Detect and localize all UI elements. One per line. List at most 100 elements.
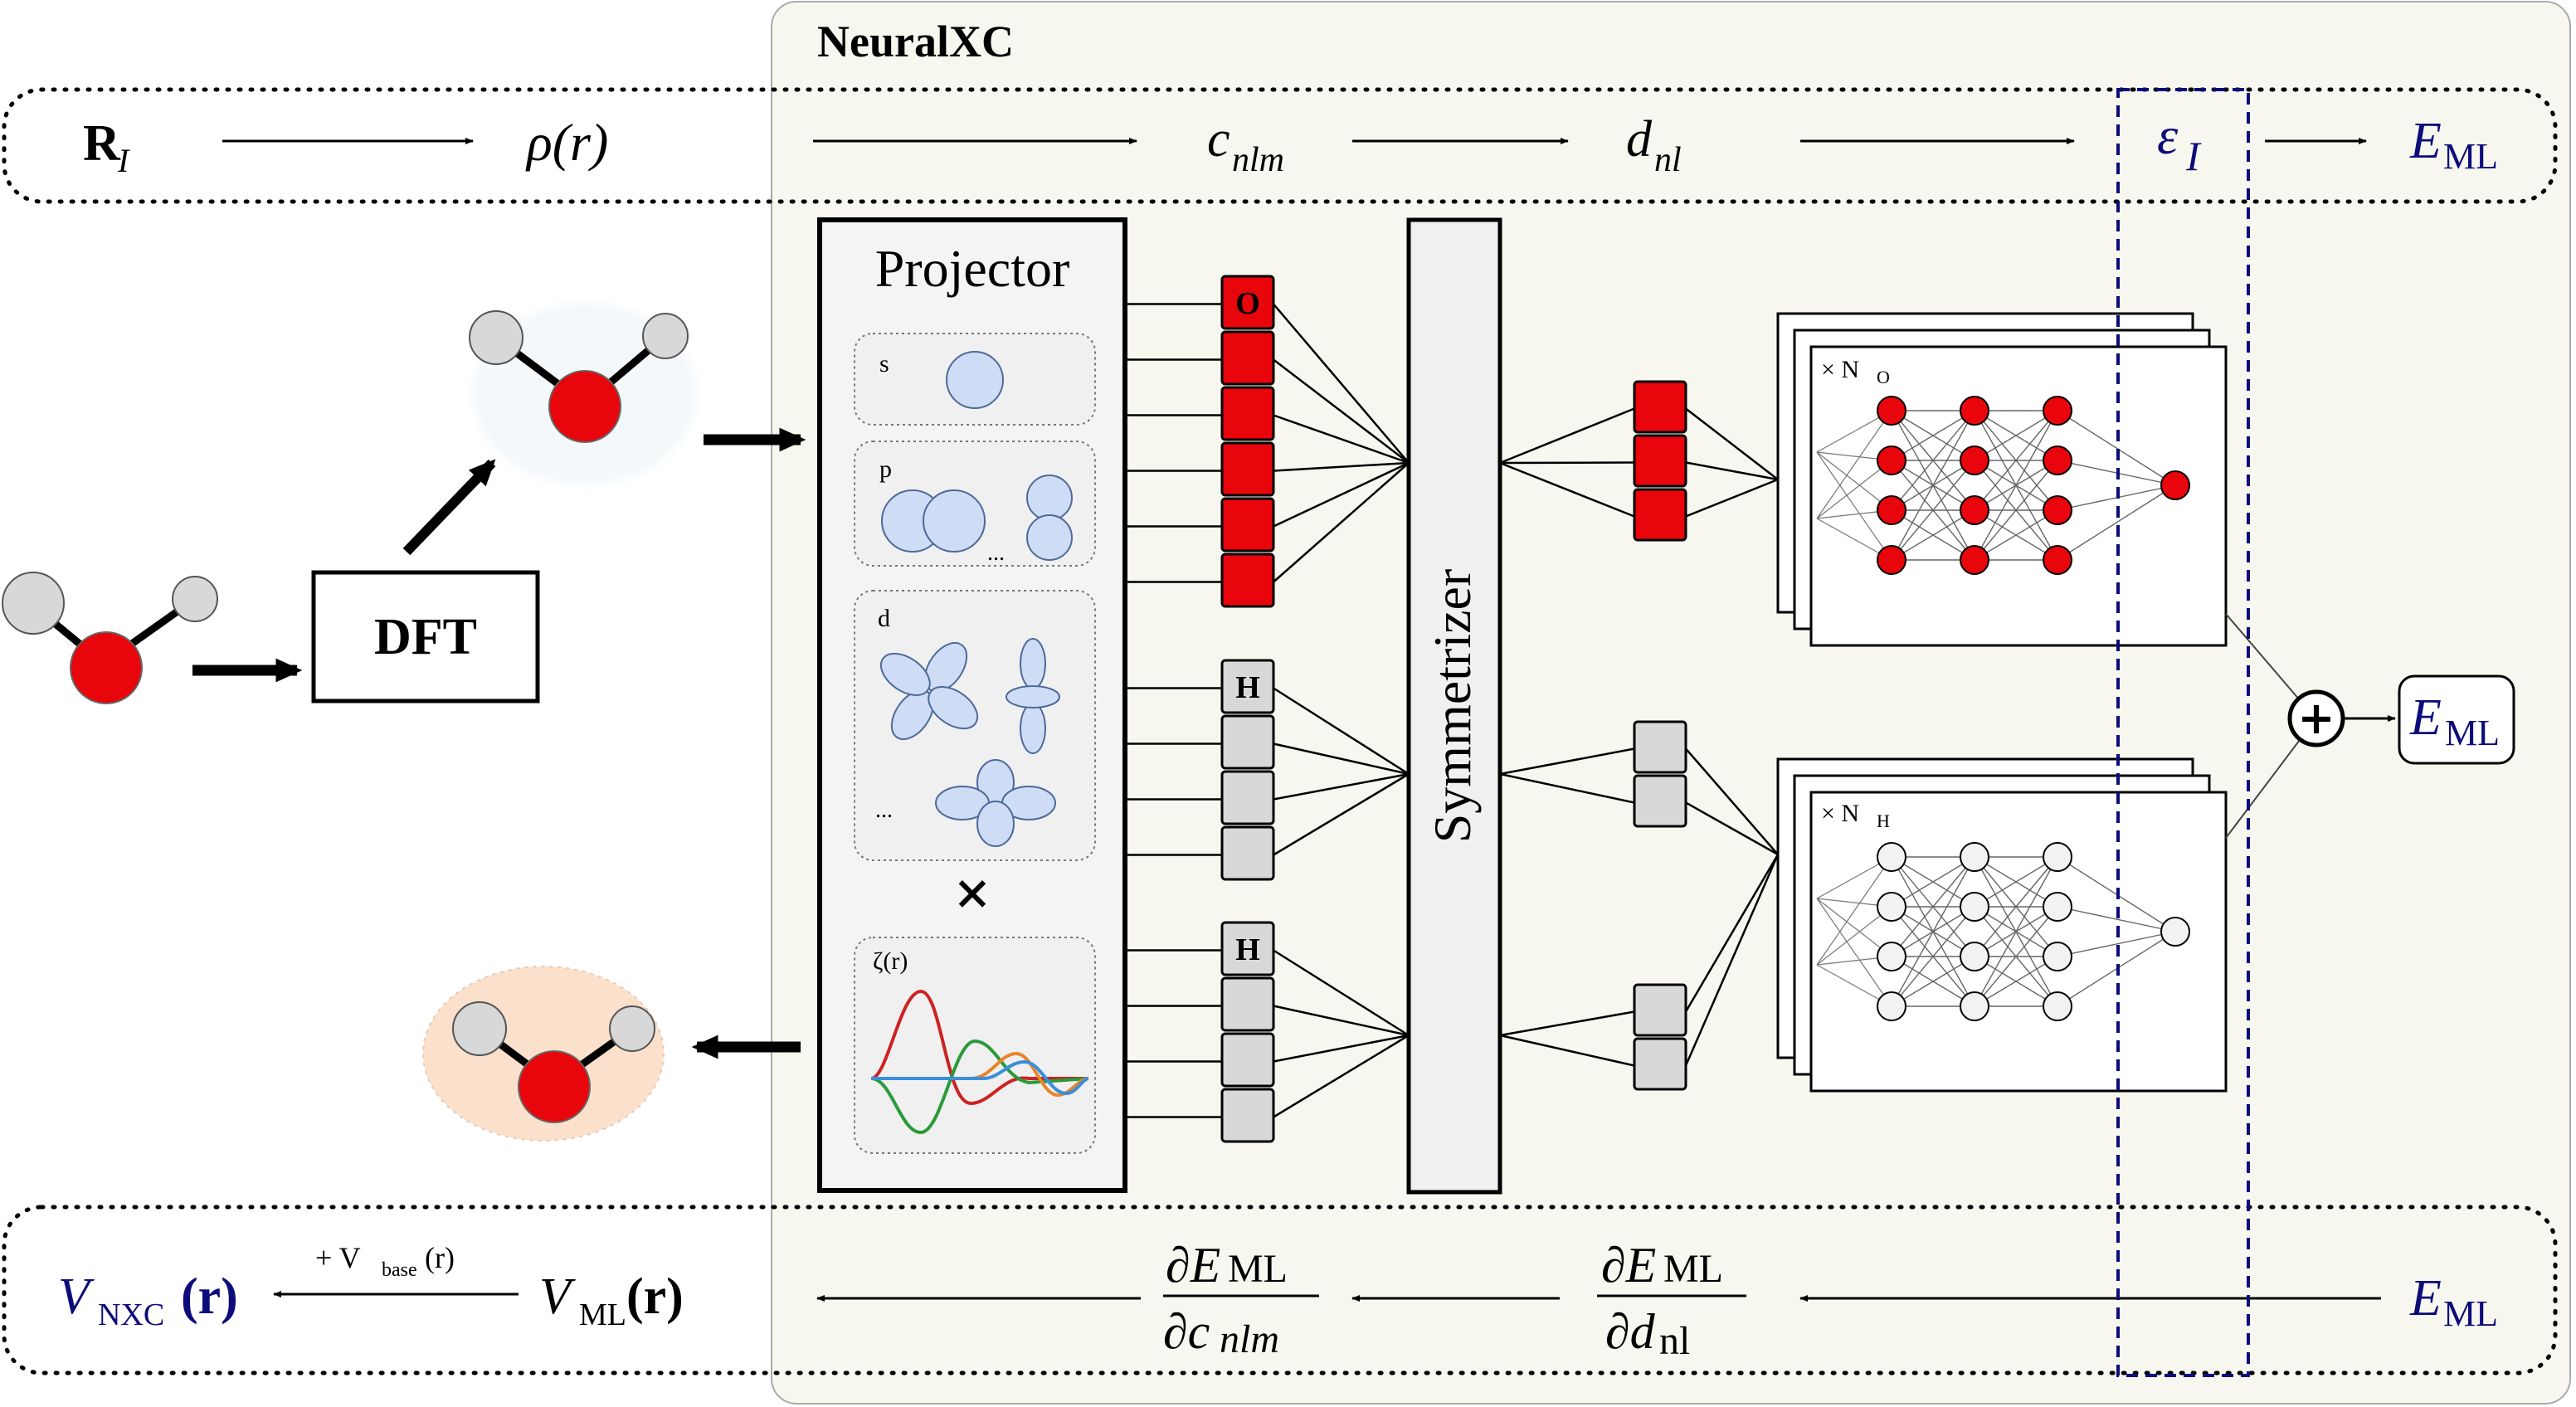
top-c-nlm-label: c nlm [1207, 111, 1284, 179]
svg-text:ML: ML [2443, 136, 2498, 177]
nn-node-o-0-0 [1877, 396, 1906, 426]
orbital-d-planar-icon [935, 759, 1056, 847]
svg-text:d: d [1626, 111, 1653, 168]
nn-node-h-2-2 [2043, 942, 2072, 971]
wire-desc-in-o-0 [1499, 407, 1635, 465]
orbital-p-x-icon [881, 489, 986, 553]
svg-text:d: d [878, 605, 890, 632]
descriptor-cell-h1-1 [1633, 774, 1687, 828]
svg-text:∂c: ∂c [1163, 1304, 1210, 1359]
wire-sym-h2-0 [1273, 949, 1410, 1037]
svg-text:V: V [539, 1268, 576, 1325]
svg-text:E: E [2409, 1270, 2442, 1327]
svg-text:p: p [879, 455, 892, 483]
hydrogen2-descriptor-register [1633, 983, 1687, 1091]
svg-text:∂E: ∂E [1166, 1238, 1220, 1293]
register-label-o: O [1235, 286, 1260, 321]
oxygen-network-stack: × N O [1776, 312, 2228, 647]
descriptor-cell-o-2 [1633, 488, 1687, 542]
svg-text:+ V: + V [315, 1241, 361, 1274]
bottom-v-nxc-label: V NXC (r) [58, 1268, 238, 1332]
atomic-energy-column [2116, 88, 2250, 1377]
coefficient-cell-h1-2 [1220, 770, 1275, 825]
svg-text:ML: ML [2443, 1293, 2498, 1334]
svg-text:O: O [1877, 367, 1890, 387]
hydrogen2-coefficient-register: H [1220, 921, 1275, 1143]
svg-text:∂E: ∂E [1601, 1238, 1656, 1293]
wire-sym-h2-3 [1273, 1034, 1410, 1118]
hydrogen-network-multiplicity: × N H [1821, 800, 1890, 831]
svg-text:ML: ML [1663, 1247, 1723, 1291]
radial-basis-group: ζ(r) [854, 937, 1096, 1154]
top-d-nl-label: d nl [1626, 111, 1682, 179]
nn-node-o-0-3 [1877, 545, 1906, 575]
register-label-h1: H [1235, 670, 1260, 705]
wire-desc-in-o-1 [1499, 461, 1635, 465]
output-energy-label: E ML [2409, 689, 2500, 753]
svg-text:I: I [2185, 133, 2202, 179]
descriptor-cell-h2-0 [1633, 983, 1687, 1037]
bottom-de-dc-fraction: ∂E ML ∂c nlm [1163, 1238, 1319, 1361]
nn-node-h-0-2 [1877, 942, 1906, 971]
nn-node-o-2-2 [2043, 495, 2072, 525]
svg-text:ε: ε [2157, 106, 2179, 165]
svg-text:nl: nl [1659, 1319, 1690, 1363]
coefficient-cell-h1-0 [1220, 659, 1275, 714]
wire-sym-o-0 [1273, 303, 1410, 464]
svg-text:R: R [83, 115, 121, 172]
coefficient-cell-h2-1 [1220, 976, 1275, 1032]
hydrogen1-coefficient-register: H [1220, 659, 1275, 881]
svg-text:s: s [879, 350, 889, 377]
oxygen-neural-network [1816, 396, 2176, 575]
radial-curve-red [870, 989, 1088, 1106]
panel-title: NeuralXC [817, 17, 1014, 66]
symmetrizer-box [1406, 217, 1502, 1195]
dft-box [311, 570, 540, 704]
orbital-s-group: s [854, 333, 1096, 426]
nn-node-o-2-0 [2043, 396, 2072, 426]
nn-node-o-1-3 [1960, 545, 1989, 575]
wire-sym-o-3 [1273, 461, 1410, 472]
svg-text:∂d: ∂d [1605, 1304, 1656, 1359]
nn-node-o-0-1 [1877, 445, 1906, 475]
nn-node-o-1-2 [1960, 495, 1989, 525]
svg-text:ζ(r): ζ(r) [873, 947, 908, 975]
wire-desc-in-o-2 [1499, 461, 1635, 518]
orbital-d-clover-icon [879, 641, 979, 741]
nn-node-h-2-1 [2043, 892, 2072, 922]
svg-text:× N: × N [1821, 356, 1859, 383]
oxygen-atomic-energy-node [2160, 470, 2190, 500]
arrow-dft-to-density [402, 459, 496, 556]
svg-text:× N: × N [1821, 800, 1859, 827]
nn-node-o-1-0 [1960, 396, 1989, 426]
top-r-i-label: R I [83, 115, 130, 179]
wire-desc-out-o-1 [1685, 461, 1779, 481]
nn-node-h-1-3 [1960, 991, 1989, 1021]
svg-text:(r): (r) [425, 1241, 455, 1274]
orbital-p-z-icon [1026, 475, 1073, 561]
water-molecule-input [2, 572, 218, 704]
svg-text:nlm: nlm [1232, 141, 1284, 179]
svg-text:...: ... [987, 540, 1005, 566]
projector-title: Projector [875, 239, 1070, 298]
svg-text:(r): (r) [626, 1268, 684, 1325]
connection-lines [1125, 303, 1780, 1118]
wire-sym-o-2 [1273, 414, 1410, 465]
wire-sym-o-5 [1273, 462, 1410, 583]
svg-text:base: base [382, 1259, 417, 1281]
hydrogen-network-stack: × N H [1776, 757, 2228, 1093]
bottom-v-ml-label: V ML (r) [539, 1268, 684, 1332]
svg-text:NXC: NXC [98, 1297, 164, 1332]
wire-desc-in-h1-1 [1499, 772, 1635, 804]
coefficient-cell-h2-3 [1220, 1088, 1275, 1143]
hydrogen-neural-network [1816, 842, 2176, 1021]
wire-sym-h1-1 [1273, 742, 1410, 776]
projector-times-icon: × [953, 865, 992, 920]
svg-text:nl: nl [1654, 141, 1682, 179]
output-energy-box [2398, 674, 2515, 765]
coefficient-cell-o-0 [1220, 275, 1275, 330]
coefficient-cell-o-2 [1220, 386, 1275, 441]
nn-node-o-1-1 [1960, 445, 1989, 475]
coefficient-cell-h1-3 [1220, 825, 1275, 881]
